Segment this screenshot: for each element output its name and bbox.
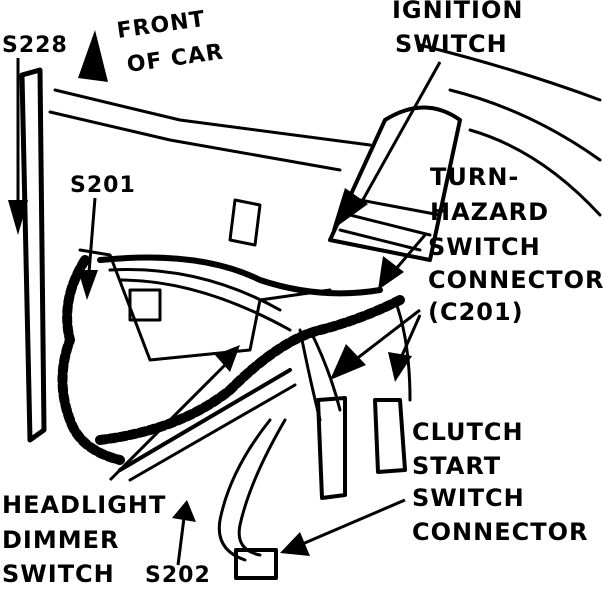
steering-column (328, 105, 462, 262)
windshield-curve (418, 43, 602, 102)
label-headlight-3: SWITCH (2, 560, 115, 588)
headlight-arrow-head (215, 345, 240, 372)
harness-left (57, 255, 125, 465)
c201-arrow-line (354, 308, 421, 362)
s202-wire (217, 418, 272, 562)
dimmer-rod-2 (128, 383, 297, 482)
harness-wire-2 (118, 278, 292, 332)
label-front-2: OF CAR (125, 40, 225, 78)
label-front-1: FRONT (115, 7, 207, 44)
column-ridges (338, 198, 442, 252)
label-clutch-3: SWITCH (412, 484, 525, 512)
arrows (8, 30, 442, 566)
windshield-curve-3 (468, 128, 602, 217)
left-pillar (19, 67, 47, 443)
c201-arrow-head (330, 344, 366, 380)
dash-top-line (53, 88, 372, 147)
label-ignition-1: IGNITION (392, 0, 523, 24)
label-headlight-2: DIMMER (2, 526, 120, 554)
harness-top (97, 254, 383, 297)
dimmer-rod (118, 368, 292, 472)
ignition-arrow-line (358, 61, 442, 206)
turn-arrow-line (393, 234, 427, 271)
clutch-arrow-head (280, 532, 310, 556)
c201-arrow-line-2 (398, 314, 422, 361)
label-headlight-1: HEADLIGHT (2, 491, 166, 519)
turn-arrow-head (378, 256, 404, 290)
s228-arrow-head (8, 200, 28, 235)
ignition-arrow-head (332, 188, 368, 230)
label-turn-5: (C201) (428, 298, 524, 326)
clutch-connector-body (316, 396, 347, 500)
label-s202: S202 (145, 563, 211, 588)
s202-arrow-head (172, 500, 196, 522)
label-clutch-1: CLUTCH (412, 418, 524, 446)
splice-box (128, 288, 162, 322)
bracket (228, 198, 262, 247)
label-s228: S228 (2, 33, 68, 58)
front-arrow (78, 30, 108, 82)
headlight-arrow-line (108, 358, 232, 482)
label-turn-4: CONNECTOR (428, 266, 604, 294)
label-turn-2: HAZARD (430, 198, 549, 226)
windshield-curve-2 (448, 88, 602, 162)
s202-connector (234, 548, 278, 580)
label-clutch-2: START (412, 452, 501, 480)
s201-arrow-head (78, 270, 98, 300)
c201-arrow-head-2 (388, 352, 412, 382)
label-clutch-4: CONNECTOR (412, 518, 588, 546)
label-s201: S201 (70, 173, 136, 198)
label-turn-1: TURN- (430, 163, 519, 191)
label-ignition-2: SWITCH (395, 30, 508, 58)
clutch-arrow-line (299, 498, 406, 547)
clutch-connector-plug (373, 398, 407, 474)
label-turn-3: SWITCH (428, 233, 541, 261)
dash-top-line-2 (48, 110, 342, 172)
s202-wire-2 (237, 418, 287, 557)
dash-panel (78, 248, 332, 362)
harness-wire-1 (108, 268, 282, 312)
